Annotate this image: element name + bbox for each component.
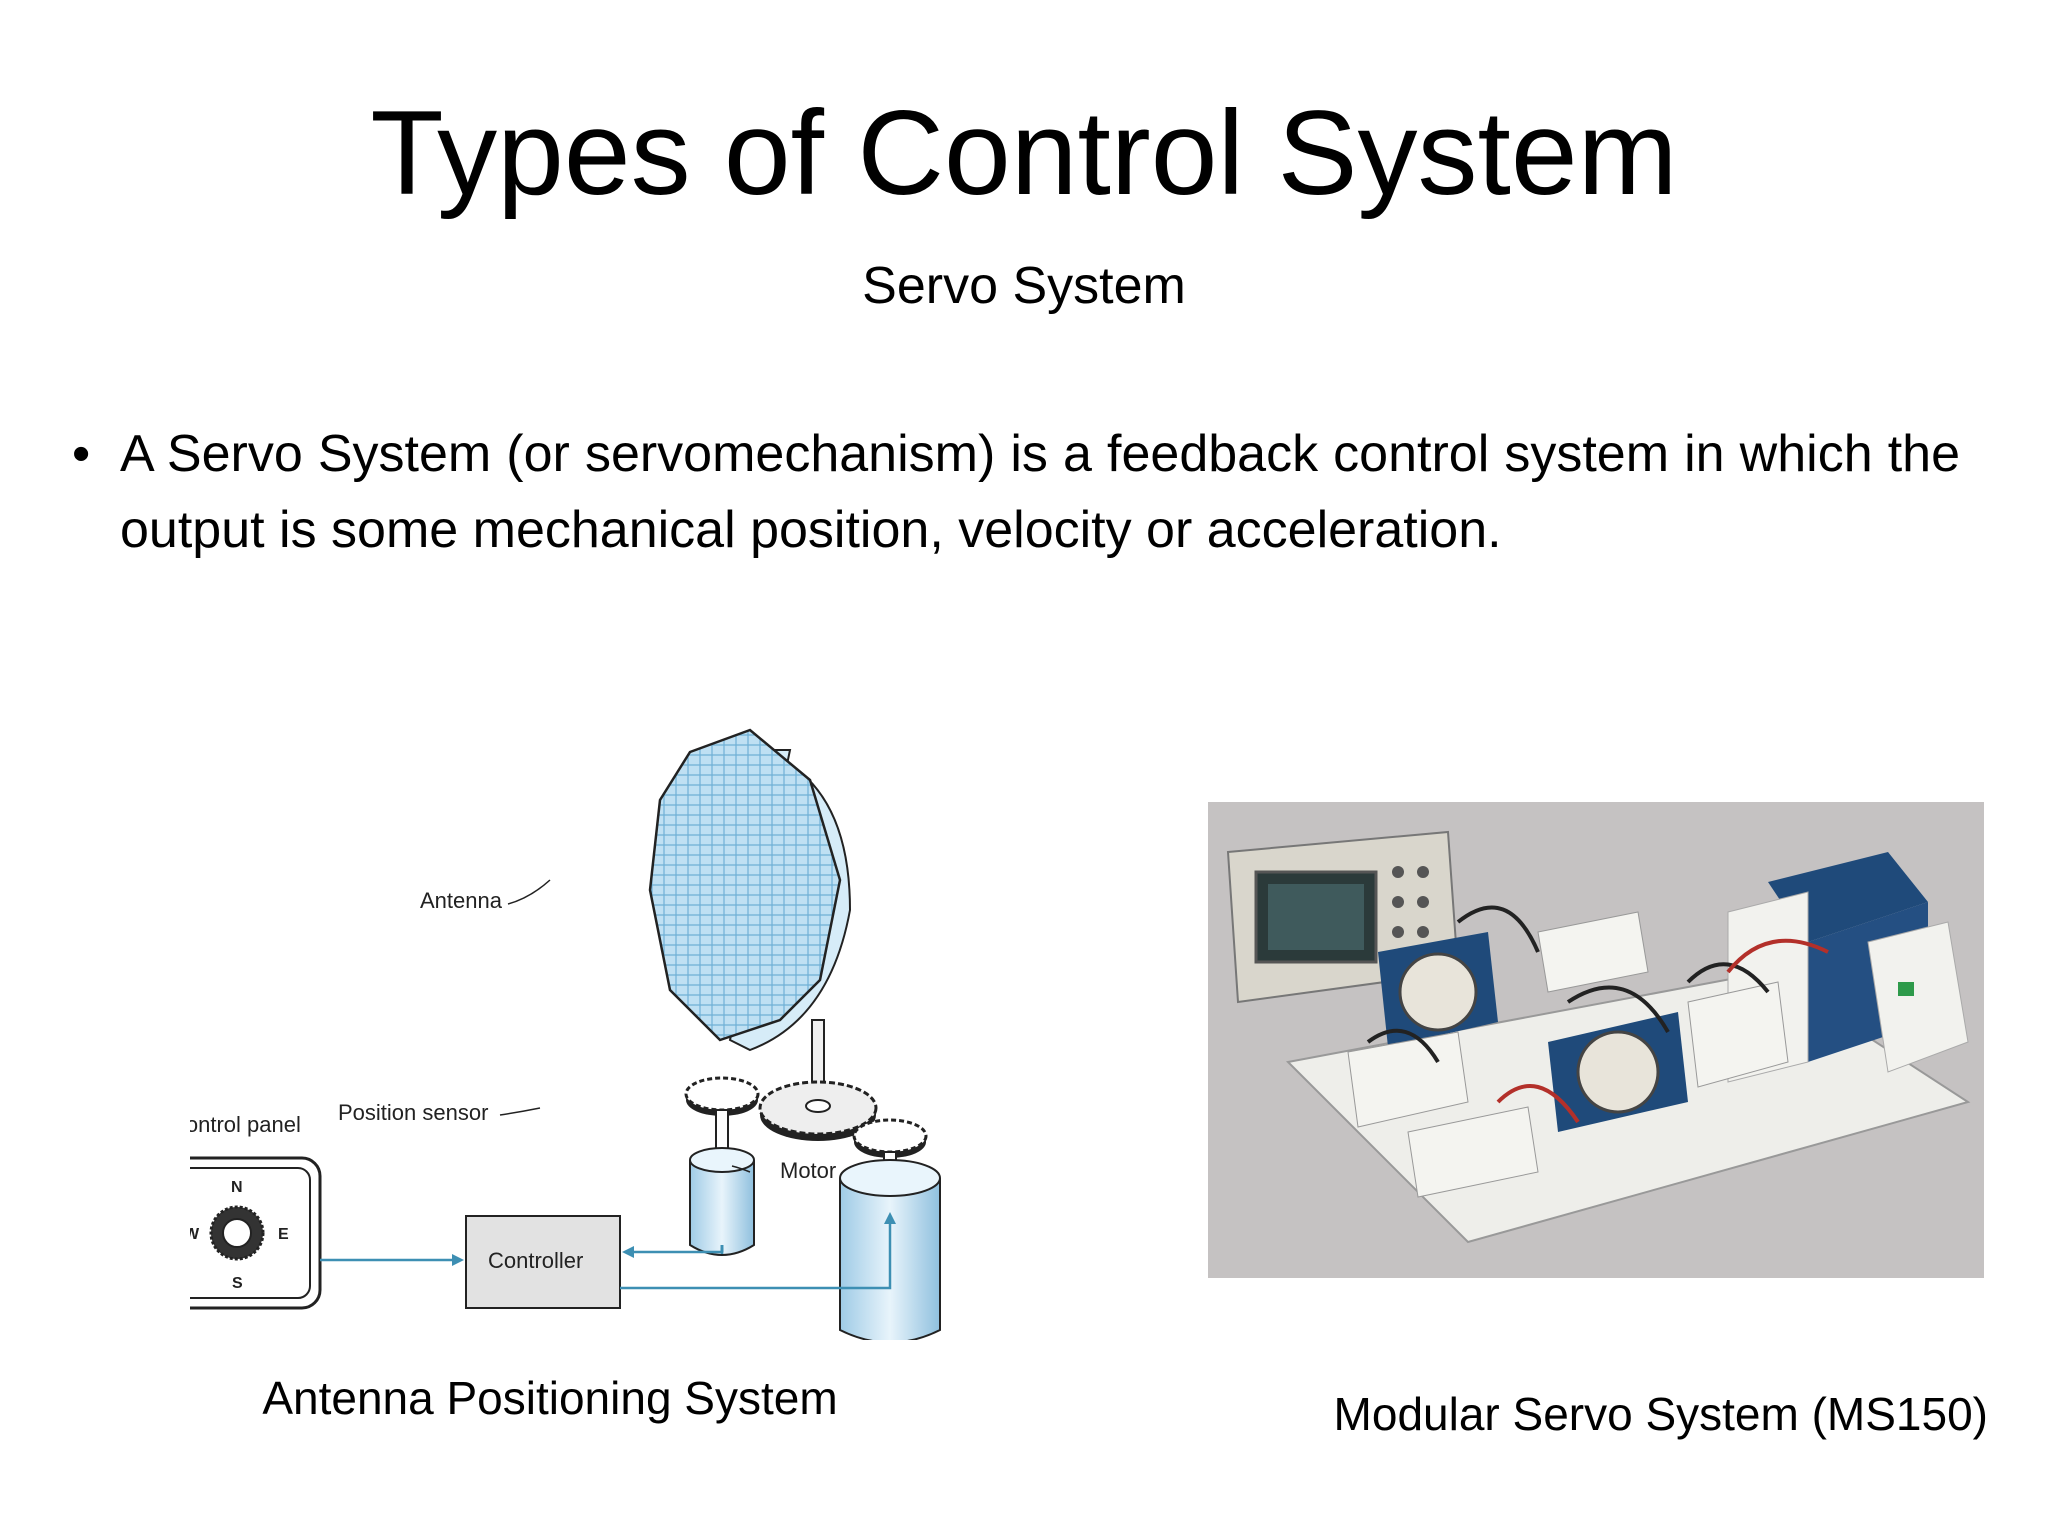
- signal-lines: [320, 1220, 892, 1290]
- patch-cables: [1366, 905, 1829, 1124]
- north-label: N: [231, 1179, 243, 1196]
- controller-box: Controller: [465, 1215, 621, 1309]
- antenna-label: Antenna: [420, 888, 503, 913]
- position-sensor: [689, 1147, 755, 1256]
- antenna-dish: [648, 728, 852, 1052]
- power-supply-units: [1727, 852, 1969, 1083]
- servo-modules: [1347, 911, 1789, 1198]
- position-sensor-label: Position sensor: [338, 1100, 488, 1125]
- bullet-icon: •: [72, 425, 91, 483]
- motor-label: Motor: [780, 1158, 836, 1183]
- modular-servo-photo: [1208, 802, 1984, 1278]
- slide-subtitle: Servo System: [862, 257, 1186, 315]
- slide-title: Types of Control System: [370, 86, 1678, 220]
- east-label: E: [278, 1226, 289, 1243]
- sensor-gear: [684, 1076, 760, 1151]
- large-gear: [758, 1080, 878, 1141]
- south-label: S: [232, 1275, 243, 1292]
- diagram-caption: Antenna Positioning System: [262, 1372, 838, 1424]
- control-panel: N S E W: [190, 1156, 322, 1310]
- antenna-positioning-diagram: Antenna Position sensor Motor Control pa…: [190, 720, 1060, 1340]
- photo-caption: Modular Servo System (MS150): [1333, 1388, 1988, 1440]
- controller-label: Controller: [488, 1248, 583, 1273]
- signal-arrows: [452, 1212, 896, 1266]
- west-label: W: [190, 1226, 200, 1243]
- bullet-text: A Servo System (or servomechanism) is a …: [120, 425, 1960, 559]
- control-panel-label: Control panel: [190, 1112, 301, 1137]
